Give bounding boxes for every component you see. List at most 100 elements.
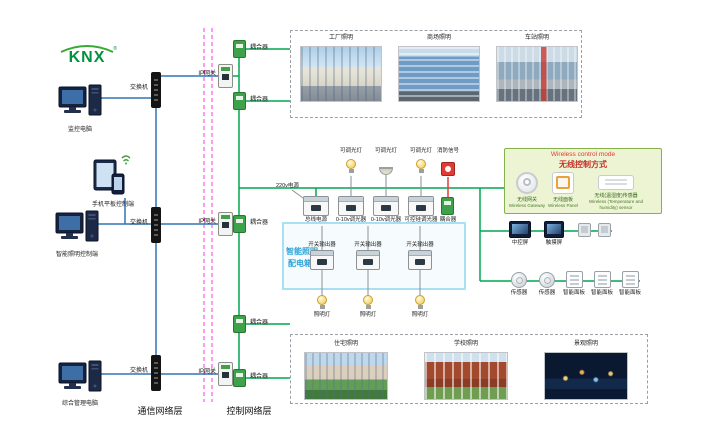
screen-display xyxy=(547,224,561,234)
gateway-display xyxy=(222,222,229,228)
module-display xyxy=(317,259,327,265)
wireless-panel-icon xyxy=(552,172,574,194)
wireless-title-en: Wireless control mode xyxy=(550,151,616,158)
control-layer-label: 控制网络层 xyxy=(226,406,272,416)
coupler-label: 耦合器 xyxy=(250,45,269,51)
triac-dimmer-module-icon xyxy=(408,196,434,216)
switch-label: 交换机 xyxy=(129,220,148,226)
bulb-icon xyxy=(363,295,373,310)
monitor-pc-label: 监控电脑 xyxy=(67,127,93,133)
photo-label: 商场照明 xyxy=(426,35,452,41)
module-label: 耦合器 xyxy=(439,217,457,223)
lamp-label: 照明灯 xyxy=(313,312,331,318)
gateway-display xyxy=(222,372,229,378)
photo-label: 学校照明 xyxy=(453,341,479,347)
smart-panel-label: 智能面板 xyxy=(590,290,614,296)
panel-buttons xyxy=(570,275,579,277)
panel-face xyxy=(581,226,588,233)
bulb-globe xyxy=(317,295,327,305)
switch-ports xyxy=(154,214,158,236)
bulb-globe xyxy=(346,159,356,169)
module-label: 0-10v调光器 xyxy=(370,217,402,223)
photo-label: 住宅照明 xyxy=(333,341,359,347)
module-band xyxy=(304,197,328,202)
bulb-icon xyxy=(317,295,327,310)
panel-buttons xyxy=(626,275,635,277)
sensor-label: 传感器 xyxy=(510,290,528,296)
bottom-applications-zone xyxy=(290,334,648,404)
bulb-icon xyxy=(415,295,425,310)
gateway-band xyxy=(221,67,230,71)
module-label: 开关输出器 xyxy=(406,242,434,248)
gateway-band xyxy=(221,365,230,369)
top-applications-zone xyxy=(290,30,582,118)
coupler-icon xyxy=(233,92,246,110)
management-pc-label: 综合管理电脑 xyxy=(61,401,99,407)
switch-icon xyxy=(151,72,161,108)
module-band xyxy=(409,251,431,256)
switch-actuator-module-icon xyxy=(408,250,432,270)
panel-frame xyxy=(556,176,570,189)
switch-actuator-module-icon xyxy=(356,250,380,270)
coupler-label: 耦合器 xyxy=(250,97,269,103)
coupler-stripe xyxy=(236,44,243,48)
bulb-icon xyxy=(416,159,426,174)
bulb-base xyxy=(348,169,354,173)
coupler-stripe xyxy=(236,373,243,377)
switch-icon xyxy=(151,207,161,243)
photo-label: 景观照明 xyxy=(573,341,599,347)
smart-panel-label: 智能面板 xyxy=(562,290,586,296)
registered-mark: ® xyxy=(113,46,117,52)
module-band xyxy=(357,251,379,256)
lamp-label: 照明灯 xyxy=(411,312,429,318)
ip-gateway-label: IP网关 xyxy=(198,71,216,77)
ip-gateway-icon xyxy=(218,362,233,386)
label-zh: 无线(温湿度)传感器 xyxy=(594,193,638,199)
module-display xyxy=(363,259,373,265)
sensor-slots xyxy=(605,179,627,181)
bulb-base xyxy=(418,169,424,173)
module-label: 总线电源 xyxy=(304,217,328,223)
bulb-globe xyxy=(363,295,373,305)
coupler-stripe xyxy=(236,219,243,223)
mobile-tablet-label: 手机平板控制端 xyxy=(91,202,135,208)
coupler-icon xyxy=(233,40,246,58)
coupler-stripe xyxy=(236,319,243,323)
knx-swoosh-icon xyxy=(60,45,114,53)
module-display xyxy=(381,205,391,211)
computer-icon xyxy=(55,210,99,255)
coupler-label: 耦合器 xyxy=(250,220,269,226)
lighting-control-pc-label: 智能照明控制端 xyxy=(55,252,99,258)
wireless-control-box xyxy=(504,148,662,214)
ip-gateway-icon xyxy=(218,212,233,236)
lamp-label: 可调光灯 xyxy=(339,148,363,154)
coupler-icon xyxy=(233,315,246,333)
device-stub-lines xyxy=(291,175,422,296)
panel-buttons xyxy=(598,275,607,277)
coupler-stripe xyxy=(444,201,451,205)
coupler-icon xyxy=(233,369,246,387)
desktop-computer-icon xyxy=(58,84,102,116)
residential-lighting-photo xyxy=(304,352,388,400)
computer-icon xyxy=(58,360,102,405)
lamp-label: 可调光灯 xyxy=(409,148,433,154)
smart-panel-icon xyxy=(566,271,583,288)
sensor-icon xyxy=(511,272,527,288)
tablet-phone-icon xyxy=(92,152,134,203)
label-en: Wireless Gateway xyxy=(508,203,546,209)
smart-panel-label: 智能面板 xyxy=(618,290,642,296)
label-zh: 无线网关 xyxy=(516,197,537,203)
module-label: 开关输出器 xyxy=(354,242,382,248)
knx-logo-text: KNX xyxy=(68,49,106,66)
switch-label: 交换机 xyxy=(129,368,148,374)
touch-screen-label: 触摸屏 xyxy=(545,240,563,246)
module-display xyxy=(415,259,425,265)
bulb-icon xyxy=(346,159,356,174)
switch-ports xyxy=(154,362,158,384)
wall-panel-icon xyxy=(598,223,611,237)
gateway-ring xyxy=(523,178,531,186)
gateway-display xyxy=(222,74,229,80)
